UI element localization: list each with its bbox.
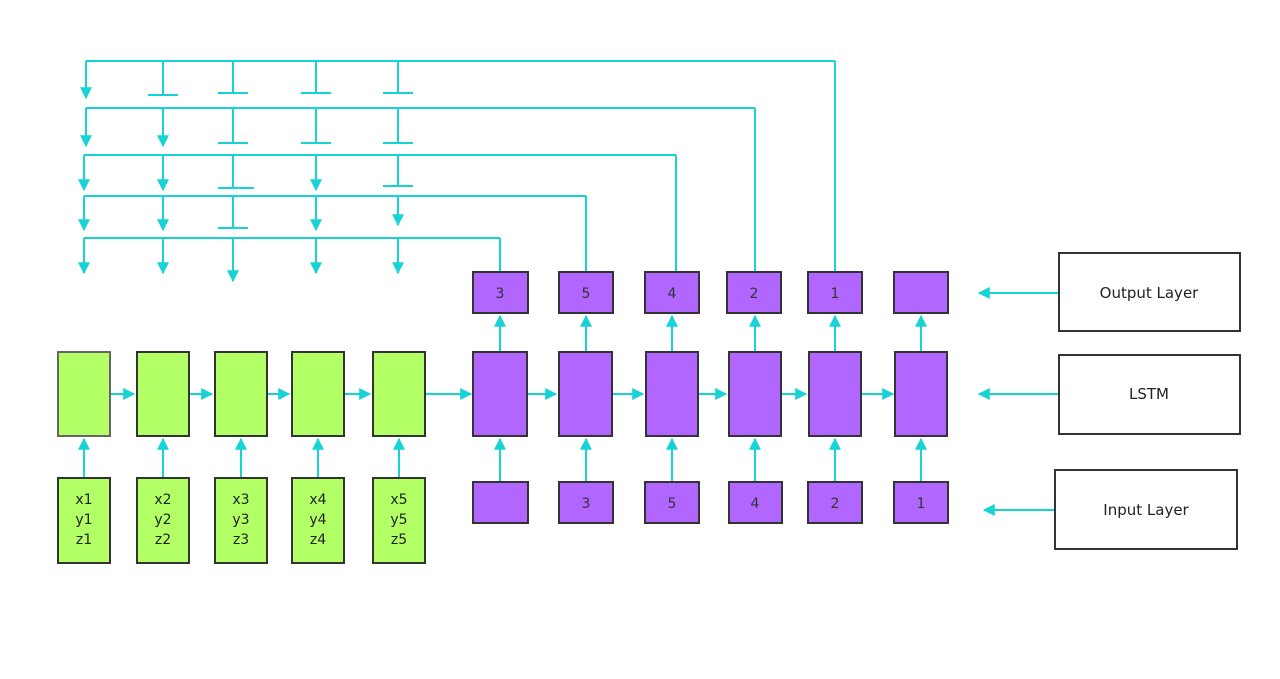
legend-lstm: LSTM: [1058, 354, 1241, 435]
decoder-input-label: 4: [751, 496, 760, 512]
encoder-input-y: y5: [390, 512, 407, 528]
encoder-cell: [136, 351, 190, 437]
decoder-input-box: 2: [807, 481, 863, 524]
encoder-input-y: y2: [154, 512, 171, 528]
pointer-lines: [78, 60, 836, 283]
encoder-cell: [372, 351, 426, 437]
decoder-outputs: 3 5 4 2 1: [472, 271, 949, 314]
decoder-input-label: 2: [831, 496, 840, 512]
encoder-input-z: z3: [233, 532, 249, 548]
encoder-input-x: x2: [154, 492, 171, 508]
legend-input-label: Input Layer: [1103, 501, 1189, 519]
decoder-output-label: 1: [831, 286, 840, 302]
encoder-cells: [57, 351, 426, 437]
decoder-input-box: 1: [893, 481, 949, 524]
encoder-input-box: x1 y1 z1: [57, 477, 111, 564]
decoder-cell: [558, 351, 613, 437]
encoder-input-box: x5 y5 z5: [372, 477, 426, 564]
encoder-cell: [214, 351, 268, 437]
decoder-inputs: 3 5 4 2 1: [472, 481, 949, 524]
encoder-cell: [57, 351, 111, 437]
decoder-input-box: 5: [644, 481, 700, 524]
decoder-output-label: 5: [582, 286, 591, 302]
decoder-output-box: 1: [807, 271, 863, 314]
encoder-cell: [291, 351, 345, 437]
decoder-cells: [472, 351, 948, 437]
decoder-cell: [808, 351, 862, 437]
encoder-input-y: y3: [232, 512, 249, 528]
decoder-output-box: 5: [558, 271, 614, 314]
decoder-input-box: 4: [728, 481, 783, 524]
encoder-input-x: x4: [309, 492, 326, 508]
encoder-input-z: z5: [391, 532, 407, 548]
decoder-input-label: 1: [917, 496, 926, 512]
legend: Output Layer LSTM Input Layer: [1054, 252, 1241, 550]
encoder-input-z: z4: [310, 532, 326, 548]
decoder-output-box: 2: [726, 271, 782, 314]
decoder-input-label: 5: [668, 496, 677, 512]
encoder-input-z: z1: [76, 532, 92, 548]
legend-output-layer: Output Layer: [1058, 252, 1241, 332]
encoder-input-y: y4: [309, 512, 326, 528]
decoder-output-label: 2: [750, 286, 759, 302]
encoder-input-box: x2 y2 z2: [136, 477, 190, 564]
legend-lstm-label: LSTM: [1129, 385, 1169, 403]
decoder-cell: [728, 351, 782, 437]
decoder-output-box: [893, 271, 949, 314]
legend-input-layer: Input Layer: [1054, 469, 1238, 550]
decoder-output-label: 4: [668, 286, 677, 302]
decoder-output-box: 4: [644, 271, 700, 314]
decoder-input-box: 3: [558, 481, 614, 524]
legend-output-label: Output Layer: [1100, 284, 1200, 302]
decoder-cell: [645, 351, 699, 437]
flow-arrows: [78, 287, 1058, 516]
decoder-cell: [472, 351, 528, 437]
decoder-input-label: 3: [582, 496, 591, 512]
decoder-input-box: [472, 481, 529, 524]
encoder-input-x: x5: [390, 492, 407, 508]
encoder-input-x: x1: [75, 492, 92, 508]
encoder-inputs: x1 y1 z1 x2 y2 z2 x3 y3 z3 x4 y4 z4 x5 y…: [57, 477, 426, 564]
encoder-input-box: x3 y3 z3: [214, 477, 268, 564]
encoder-input-box: x4 y4 z4: [291, 477, 345, 564]
encoder-input-z: z2: [155, 532, 171, 548]
encoder-input-x: x3: [232, 492, 249, 508]
encoder-input-y: y1: [75, 512, 92, 528]
decoder-cell: [894, 351, 948, 437]
decoder-output-label: 3: [496, 286, 505, 302]
decoder-output-box: 3: [472, 271, 529, 314]
